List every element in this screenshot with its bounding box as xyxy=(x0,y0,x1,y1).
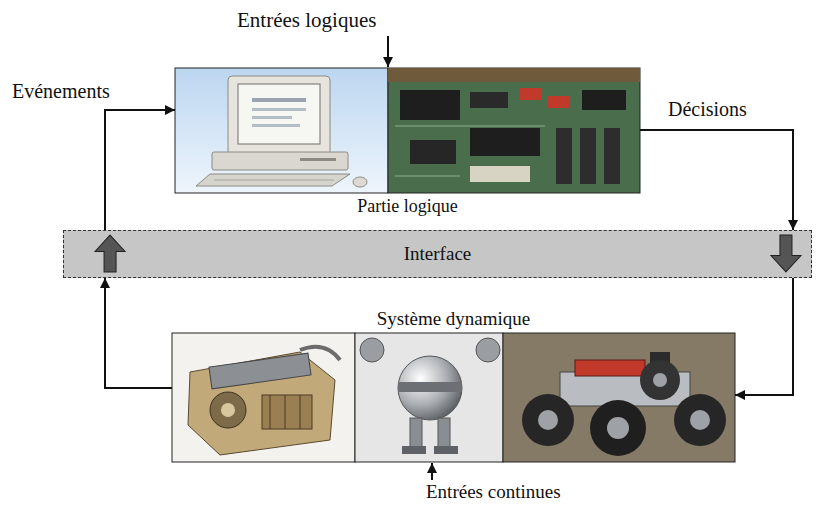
flow-connector xyxy=(640,130,793,230)
logic-part-box: Partie logique xyxy=(175,68,640,218)
node-title: Système dynamique xyxy=(377,308,531,330)
dynamic-system-box: Système dynamique xyxy=(172,305,735,462)
flow-label: Evénements xyxy=(12,80,110,103)
block-arrow xyxy=(95,235,125,272)
flow-label: Décisions xyxy=(668,98,747,121)
input-arrow xyxy=(431,463,433,480)
input-arrow xyxy=(387,36,389,67)
flow-connector xyxy=(105,278,172,388)
flow-connector xyxy=(105,110,175,230)
circuit-board-picture xyxy=(388,68,640,193)
interface-band: Interface xyxy=(63,230,812,278)
computer-picture xyxy=(175,68,388,193)
engine-picture xyxy=(172,333,355,462)
node-title: Partie logique xyxy=(357,196,457,217)
input-label: Entrées continues xyxy=(426,481,561,503)
robot-picture xyxy=(355,333,503,462)
rover-picture xyxy=(503,333,735,462)
block-arrow xyxy=(771,235,801,272)
input-label: Entrées logiques xyxy=(237,8,376,33)
node-title: Interface xyxy=(404,243,472,265)
flow-connector xyxy=(735,278,793,395)
